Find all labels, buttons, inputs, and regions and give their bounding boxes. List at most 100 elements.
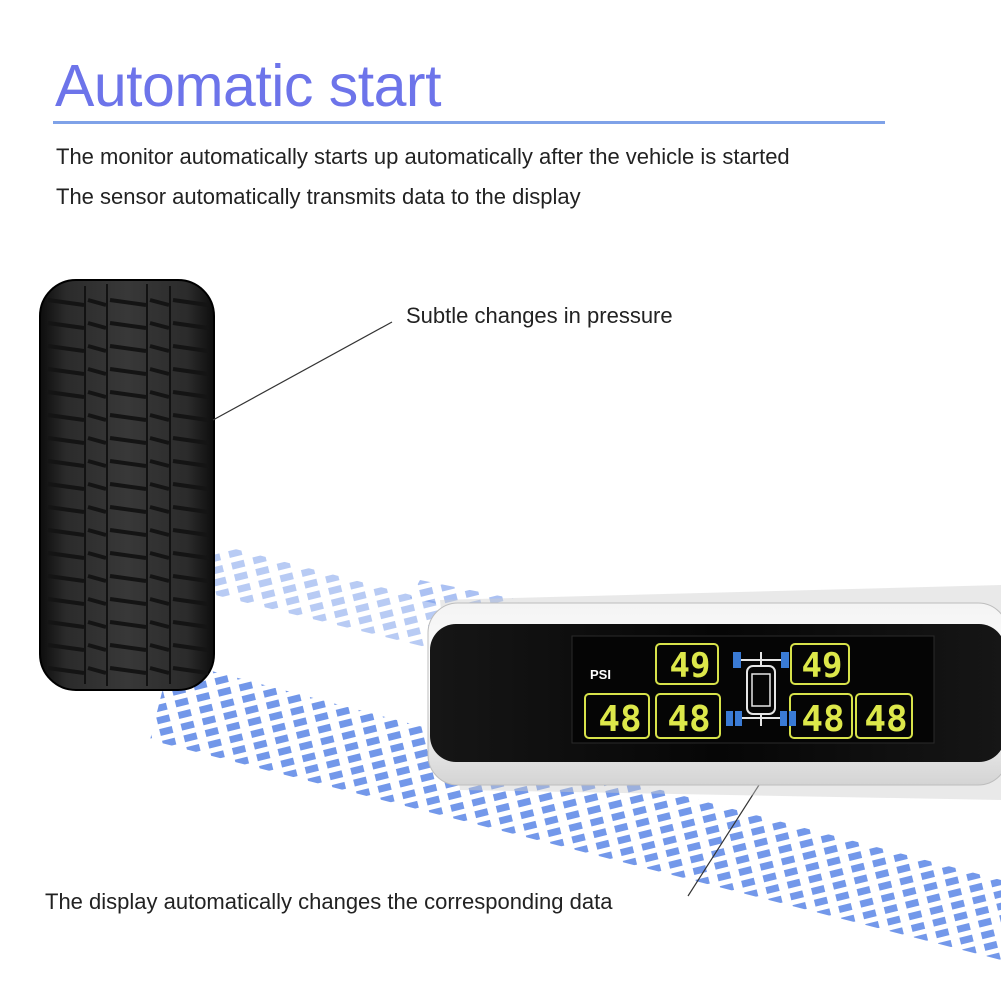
- tread-groove: [87, 574, 107, 583]
- tread-groove: [47, 528, 85, 537]
- tread-groove: [87, 367, 107, 376]
- tread-groove: [149, 436, 170, 445]
- tread-groove: [109, 574, 147, 583]
- tread-groove: [87, 666, 107, 675]
- tread-groove: [109, 620, 147, 629]
- tread-groove: [172, 574, 209, 583]
- tread-groove: [172, 505, 209, 514]
- tread-groove: [47, 505, 85, 514]
- tread-groove: [172, 321, 209, 330]
- tread-groove: [172, 367, 209, 376]
- tread-groove: [109, 597, 147, 606]
- tread-groove: [109, 321, 147, 330]
- tread-groove: [172, 344, 209, 353]
- tread-groove: [47, 367, 85, 376]
- tread-groove: [47, 597, 85, 606]
- tread-groove: [47, 298, 85, 307]
- tread-groove: [87, 551, 107, 560]
- tread-groove: [109, 390, 147, 399]
- unit-label: PSI: [590, 667, 611, 682]
- tread-groove: [149, 298, 170, 307]
- tread-groove: [172, 413, 209, 422]
- tread-groove: [149, 643, 170, 652]
- tread-groove: [87, 643, 107, 652]
- tread-groove: [172, 620, 209, 629]
- tread-groove: [109, 482, 147, 491]
- description-line-2: The sensor automatically transmits data …: [56, 184, 581, 209]
- tread-groove: [149, 574, 170, 583]
- tread-groove: [109, 298, 147, 307]
- tread-groove: [87, 390, 107, 399]
- rear-right-outer-pressure: 48: [864, 699, 907, 740]
- tread-groove: [109, 344, 147, 353]
- tread-groove: [149, 390, 170, 399]
- tread-groove: [149, 459, 170, 468]
- rear-left-outer-pressure: 48: [598, 699, 641, 740]
- tread-groove: [109, 643, 147, 652]
- tread-groove: [172, 551, 209, 560]
- tread-groove: [47, 344, 85, 353]
- rear-right-inner-pressure: 48: [801, 699, 844, 740]
- tread-groove: [47, 459, 85, 468]
- tread-groove: [172, 390, 209, 399]
- tread-groove: [149, 367, 170, 376]
- front-left-pressure: 49: [670, 646, 711, 686]
- tread-groove: [149, 666, 170, 675]
- tread-groove: [109, 459, 147, 468]
- tread-groove: [47, 390, 85, 399]
- title-underline: [53, 121, 885, 124]
- tread-groove: [47, 321, 85, 330]
- tread-groove: [172, 666, 209, 675]
- tread-groove: [47, 574, 85, 583]
- tread-groove: [172, 643, 209, 652]
- tread-groove: [47, 666, 85, 675]
- tire-callout-label: Subtle changes in pressure: [406, 303, 673, 328]
- tread-groove: [149, 505, 170, 514]
- tread-groove: [87, 620, 107, 629]
- tread-groove: [87, 413, 107, 422]
- tread-groove: [109, 551, 147, 560]
- tread-groove: [172, 298, 209, 307]
- tread-groove: [149, 551, 170, 560]
- tread-groove: [47, 482, 85, 491]
- tread-groove: [47, 413, 85, 422]
- tread-groove: [87, 459, 107, 468]
- tread-groove: [109, 367, 147, 376]
- tread-groove: [87, 528, 107, 537]
- display-callout-label: The display automatically changes the co…: [45, 889, 613, 914]
- tread-groove: [149, 413, 170, 422]
- tread-groove: [149, 482, 170, 491]
- tread-groove: [87, 597, 107, 606]
- tread-groove: [172, 528, 209, 537]
- tread-groove: [109, 413, 147, 422]
- tread-groove: [47, 436, 85, 445]
- tread-groove: [109, 436, 147, 445]
- tread-groove: [87, 436, 107, 445]
- tread-groove: [149, 321, 170, 330]
- tread-groove: [172, 436, 209, 445]
- tread-groove: [87, 298, 107, 307]
- tread-groove: [172, 459, 209, 468]
- tread-groove: [87, 344, 107, 353]
- tread-groove: [149, 528, 170, 537]
- tread-groove: [109, 528, 147, 537]
- tire-callout-line: [212, 321, 393, 421]
- page-title: Automatic start: [55, 53, 441, 119]
- tread-groove: [87, 321, 107, 330]
- tread-groove: [109, 505, 147, 514]
- tire-image: [39, 279, 215, 691]
- tread-groove: [87, 505, 107, 514]
- rear-left-inner-pressure: 48: [667, 699, 710, 740]
- tread-groove: [109, 666, 147, 675]
- tread-groove: [149, 344, 170, 353]
- tread-groove: [149, 620, 170, 629]
- tread-groove: [172, 482, 209, 491]
- truck-axle-icon: [726, 652, 796, 726]
- description-line-1: The monitor automatically starts up auto…: [56, 144, 790, 169]
- tread-groove: [87, 482, 107, 491]
- front-right-pressure: 49: [802, 646, 843, 686]
- tread-groove: [47, 643, 85, 652]
- tread-groove: [47, 551, 85, 560]
